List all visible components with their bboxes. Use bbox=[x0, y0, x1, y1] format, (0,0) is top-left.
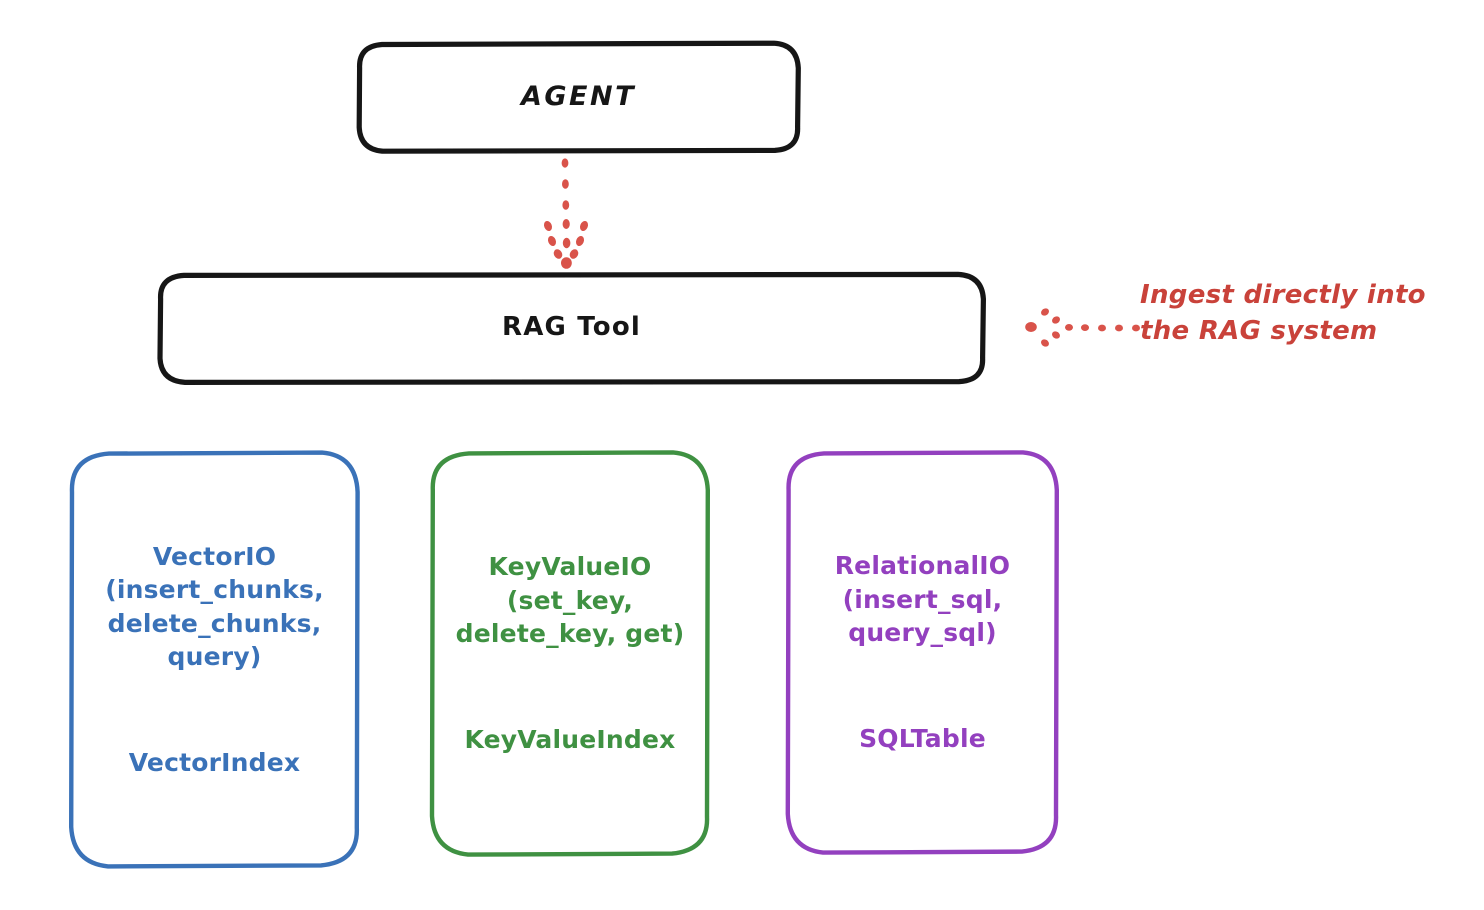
vector-io-api-label: VectorIO (insert_chunks, delete_chunks, … bbox=[105, 541, 324, 672]
node-key-value-io[interactable]: KeyValueIO (set_key, delete_key, get) Ke… bbox=[429, 450, 711, 857]
vector-io-index-label: VectorIndex bbox=[128, 747, 301, 777]
rag-tool-label: RAG Tool bbox=[501, 312, 642, 343]
ingest-to-rag-tool-arrow bbox=[1025, 308, 1140, 347]
vector-io-text: VectorIO (insert_chunks, delete_chunks, … bbox=[105, 506, 324, 813]
ingest-annotation-text: Ingest directly into the RAG system bbox=[1140, 280, 1426, 346]
node-vector-io[interactable]: VectorIO (insert_chunks, delete_chunks, … bbox=[68, 450, 361, 869]
relational-io-api-label: RelationalIO (insert_sql, query_sql) bbox=[834, 551, 1011, 648]
node-agent[interactable]: AGENT bbox=[356, 40, 801, 154]
node-rag-tool[interactable]: RAG Tool bbox=[157, 271, 986, 385]
key-value-io-index-label: KeyValueIndex bbox=[464, 725, 676, 755]
agent-label: AGENT bbox=[520, 81, 636, 113]
key-value-io-api-label: KeyValueIO (set_key, delete_key, get) bbox=[455, 552, 685, 649]
key-value-io-text: KeyValueIO (set_key, delete_key, get) Ke… bbox=[456, 517, 685, 790]
agent-to-rag-tool-arrow bbox=[543, 158, 589, 269]
relational-io-text: RelationalIO (insert_sql, query_sql) SQL… bbox=[835, 516, 1011, 789]
node-relational-io[interactable]: RelationalIO (insert_sql, query_sql) SQL… bbox=[785, 450, 1060, 855]
relational-io-index-label: SQLTable bbox=[859, 724, 986, 754]
